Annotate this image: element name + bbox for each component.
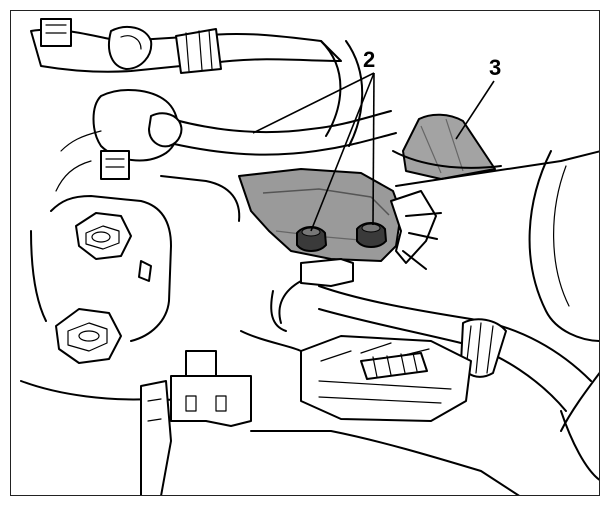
lower-connector-block: [300, 335, 472, 422]
engine-bay-drawing: 2 3: [20, 18, 599, 495]
sensor-connector: [55, 89, 183, 192]
leader-2-pipe: [252, 72, 375, 134]
lower-hose: [318, 285, 592, 412]
right-housing: [395, 150, 599, 432]
bolt-right: [356, 222, 388, 248]
bolt-left: [296, 226, 328, 252]
terminal-plug: [140, 350, 252, 495]
illustration-frame: 2 3: [10, 10, 600, 496]
callout-label-2: 2: [363, 47, 375, 72]
hex-bolt-upper: [75, 212, 132, 260]
hex-bolt-lower: [55, 308, 122, 364]
upper-left-hose-assembly: [30, 18, 342, 74]
leader-3-cap: [455, 80, 495, 140]
callout-leaders: [252, 72, 495, 232]
lower-housing: [240, 330, 599, 495]
hose-clip: [270, 258, 354, 332]
leader-2-bolt-right: [372, 72, 375, 226]
bracket-tab: [390, 190, 442, 270]
rubber-cap: [392, 113, 502, 180]
callout-label-3: 3: [489, 55, 501, 80]
leader-2-bolt-left: [310, 72, 375, 232]
